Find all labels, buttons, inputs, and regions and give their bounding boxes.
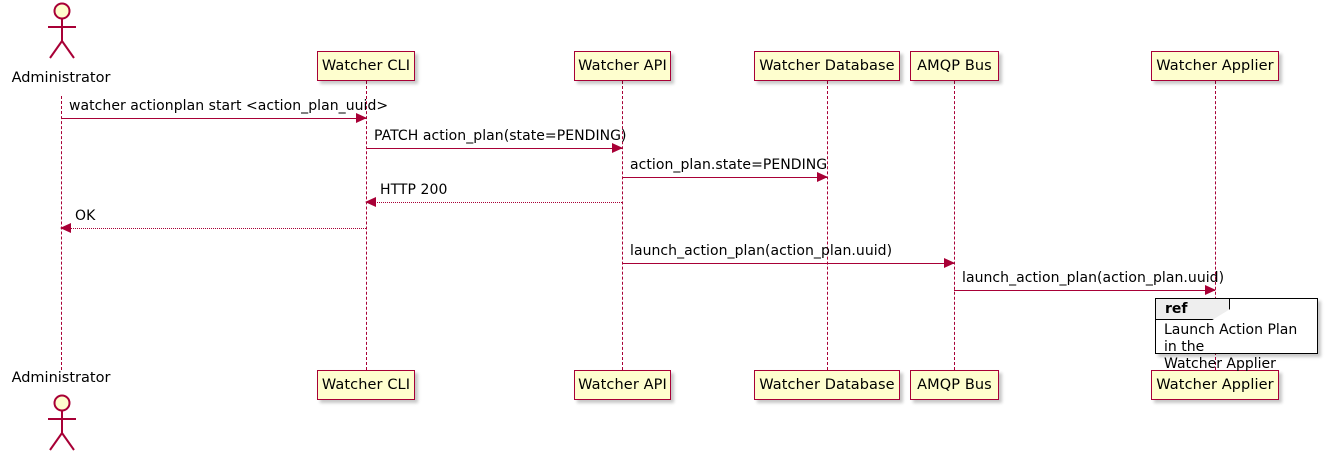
participant-watcher-cli-bottom[interactable]: Watcher CLI	[317, 370, 415, 400]
participant-label: Watcher API	[578, 58, 667, 74]
arrowhead-right-icon	[612, 143, 623, 153]
participant-label: Watcher API	[578, 377, 667, 393]
lifeline-watcher-applier	[1215, 81, 1216, 370]
participant-watcher-applier-top[interactable]: Watcher Applier	[1151, 51, 1279, 81]
message-label: action_plan.state=PENDING	[630, 157, 828, 173]
participant-label: Watcher CLI	[321, 377, 411, 393]
message-label: launch_action_plan(action_plan.uuid)	[630, 243, 893, 259]
ref-fragment-launch-action-plan[interactable]: ref Launch Action Plan in the Watcher Ap…	[1155, 298, 1318, 372]
participant-watcher-cli-top[interactable]: Watcher CLI	[317, 51, 415, 81]
message-label: launch_action_plan(action_plan.uuid)	[962, 270, 1225, 286]
participant-label: Watcher Database	[759, 377, 895, 393]
actor-stick-figure-icon	[48, 2, 76, 59]
message-line	[366, 148, 622, 149]
participant-watcher-database-top[interactable]: Watcher Database	[754, 51, 900, 81]
actor-label-administrator-bottom: Administrator	[11, 370, 111, 386]
participant-label: Watcher Database	[759, 58, 895, 74]
actor-administrator-bottom[interactable]	[43, 394, 81, 454]
lifeline-amqp-bus	[954, 81, 955, 370]
participant-label: AMQP Bus	[917, 377, 992, 393]
arrowhead-right-icon	[817, 172, 828, 182]
participant-label: Watcher CLI	[321, 58, 411, 74]
arrowhead-right-icon	[944, 258, 955, 268]
participant-label: Watcher Applier	[1156, 377, 1274, 393]
message-line	[61, 118, 366, 119]
ref-fragment-tab-label: ref	[1156, 299, 1230, 320]
message-label: OK	[75, 208, 96, 224]
lifeline-administrator	[61, 96, 62, 370]
participant-amqp-bus-bottom[interactable]: AMQP Bus	[910, 370, 999, 400]
actor-stick-figure-icon	[48, 394, 76, 451]
message-label: HTTP 200	[380, 182, 448, 198]
participant-watcher-api-top[interactable]: Watcher API	[574, 51, 671, 81]
participant-label: AMQP Bus	[917, 58, 992, 74]
lifeline-watcher-api	[622, 81, 623, 370]
message-line	[954, 290, 1215, 291]
lifeline-watcher-cli	[366, 81, 367, 370]
message-label: watcher actionplan start <action_plan_uu…	[69, 98, 389, 114]
arrowhead-right-icon	[356, 113, 367, 123]
participant-watcher-applier-bottom[interactable]: Watcher Applier	[1151, 370, 1279, 400]
message-line	[622, 177, 827, 178]
participant-watcher-api-bottom[interactable]: Watcher API	[574, 370, 671, 400]
lifeline-watcher-database	[827, 81, 828, 370]
actor-label-administrator-top: Administrator	[11, 70, 111, 86]
message-line	[366, 202, 622, 203]
participant-watcher-database-bottom[interactable]: Watcher Database	[754, 370, 900, 400]
arrowhead-left-icon	[365, 197, 376, 207]
message-line	[61, 228, 366, 229]
participant-label: Watcher Applier	[1156, 58, 1274, 74]
participant-amqp-bus-top[interactable]: AMQP Bus	[910, 51, 999, 81]
message-label: PATCH action_plan(state=PENDING)	[374, 128, 627, 144]
arrowhead-right-icon	[1205, 285, 1216, 295]
arrowhead-left-icon	[60, 223, 71, 233]
actor-administrator-top[interactable]	[43, 2, 81, 62]
message-line	[622, 263, 954, 264]
ref-fragment-body-text: Launch Action Plan in the Watcher Applie…	[1164, 322, 1298, 372]
